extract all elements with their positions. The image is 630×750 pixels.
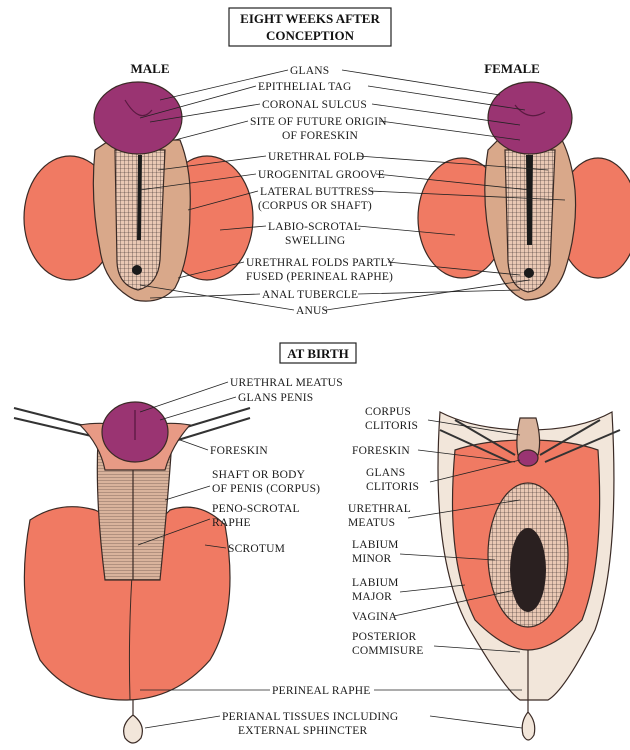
label-perianal-1: PERIANAL TISSUES INCLUDING xyxy=(222,711,398,723)
glans-f xyxy=(488,82,572,154)
label-scrotum: SCROTUM xyxy=(228,543,285,555)
label-lateral-buttress-2: (CORPUS OR SHAFT) xyxy=(258,200,372,212)
header-line-2: CONCEPTION xyxy=(266,28,355,43)
label-labium-minor-2: MINOR xyxy=(352,553,391,565)
label-foreskin-f: FORESKIN xyxy=(352,445,410,457)
label-urogenital-groove: UROGENITAL GROOVE xyxy=(258,169,385,181)
label-labio-scrotal-1: LABIO-SCROTAL xyxy=(268,221,361,233)
label-future-foreskin-1: SITE OF FUTURE ORIGIN xyxy=(250,116,387,128)
label-labium-major-2: MAJOR xyxy=(352,591,392,603)
label-labium-major-1: LABIUM xyxy=(352,577,399,589)
label-shaft-1: SHAFT OR BODY xyxy=(212,469,306,481)
label-posterior-commisure-2: COMMISURE xyxy=(352,645,423,657)
label-perineal-raphe: PERINEAL RAPHE xyxy=(272,685,371,697)
anus-mark xyxy=(132,265,142,275)
label-future-foreskin-2: OF FORESKIN xyxy=(282,130,359,142)
glans xyxy=(94,82,182,154)
anus-mark-f xyxy=(524,268,534,278)
label-posterior-commisure-1: POSTERIOR xyxy=(352,631,417,643)
label-epithelial-tag: EPITHELIAL TAG xyxy=(258,81,352,93)
label-vagina: VAGINA xyxy=(352,611,398,623)
label-urethral-fold: URETHRAL FOLD xyxy=(268,151,364,163)
label-urethral-meatus-f2: MEATUS xyxy=(348,517,395,529)
label-foreskin-m: FORESKIN xyxy=(210,445,268,457)
male-heading: MALE xyxy=(131,61,170,76)
label-urethral-meatus-m: URETHRAL MEATUS xyxy=(230,377,343,389)
label-glans: GLANS xyxy=(290,65,329,77)
label-glans-clitoris-1: GLANS xyxy=(366,467,405,479)
female-birth-labels: CORPUS CLITORIS FORESKIN GLANS CLITORIS … xyxy=(348,406,423,657)
label-labio-scrotal-2: SWELLING xyxy=(285,235,345,247)
label-shaft-2: OF PENIS (CORPUS) xyxy=(212,483,320,495)
label-lateral-buttress-1: LATERAL BUTTRESS xyxy=(260,186,374,198)
at-birth-title: AT BIRTH xyxy=(287,346,349,361)
label-anal-tubercle: ANAL TUBERCLE xyxy=(262,289,358,301)
label-corpus-clitoris-1: CORPUS xyxy=(365,406,411,418)
label-peno-scrotal-1: PENO-SCROTAL xyxy=(212,503,300,515)
header-line-1: EIGHT WEEKS AFTER xyxy=(240,11,380,26)
perianal-tissue xyxy=(124,700,143,743)
label-glans-penis: GLANS PENIS xyxy=(238,392,313,404)
male-birth-labels: URETHRAL MEATUS GLANS PENIS FORESKIN SHA… xyxy=(210,377,343,555)
shared-labels: PERINEAL RAPHE PERIANAL TISSUES INCLUDIN… xyxy=(222,685,398,737)
label-fused-folds-2: FUSED (PERINEAL RAPHE) xyxy=(246,271,393,283)
label-urethral-meatus-f1: URETHRAL xyxy=(348,503,411,515)
label-glans-clitoris-2: CLITORIS xyxy=(366,481,419,493)
vagina xyxy=(510,528,546,612)
label-corpus-clitoris-2: CLITORIS xyxy=(365,420,418,432)
female-heading: FEMALE xyxy=(484,61,540,76)
label-fused-folds-1: URETHRAL FOLDS PARTLY xyxy=(246,257,396,269)
label-labium-minor-1: LABIUM xyxy=(352,539,399,551)
glans-clitoris xyxy=(518,450,538,466)
label-peno-scrotal-2: RAPHE xyxy=(212,517,251,529)
label-coronal-sulcus: CORONAL SULCUS xyxy=(262,99,367,111)
label-perianal-2: EXTERNAL SPHINCTER xyxy=(238,725,367,737)
at-birth-header: AT BIRTH xyxy=(280,343,356,363)
female-birth-figure xyxy=(438,412,620,740)
eight-weeks-header: EIGHT WEEKS AFTER CONCEPTION xyxy=(229,8,391,46)
label-anus: ANUS xyxy=(296,305,328,317)
